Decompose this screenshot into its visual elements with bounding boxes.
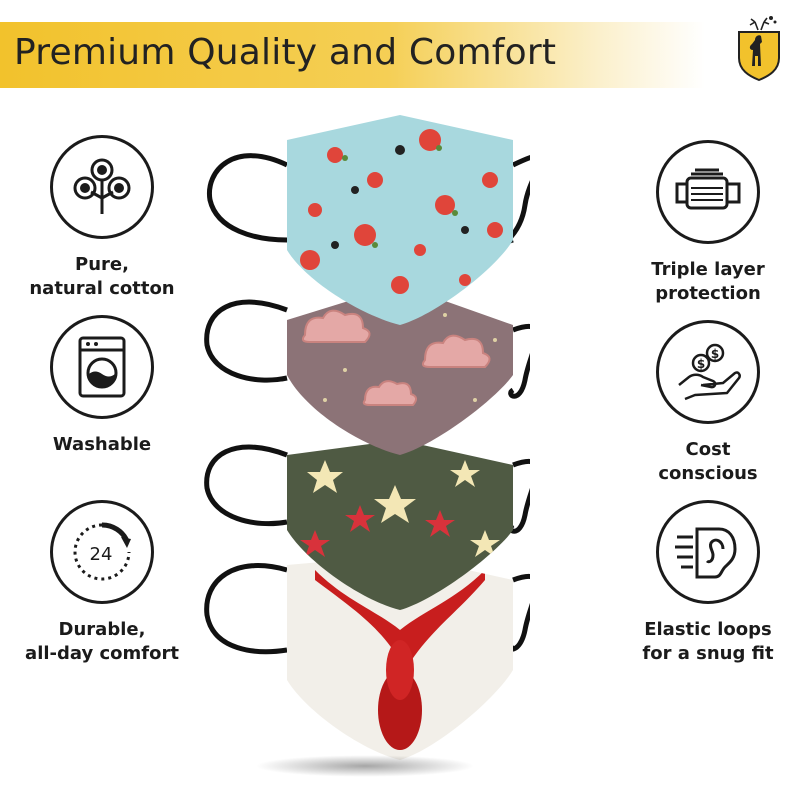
cotton-flower-icon [50,135,154,239]
brand-logo-icon [738,16,780,82]
feature-line-2: for a snug fit [642,643,774,664]
feature-line-2: conscious [658,463,758,484]
feature-line-1: Pure, [75,254,129,275]
feature-triple-layer: Triple layer protection [618,140,798,306]
coin-symbol: $ [711,347,719,361]
hand-with-coins-icon: $ $ [656,320,760,424]
feature-line-2: all-day comfort [25,643,179,664]
feature-washable: Washable [12,315,192,457]
coin-symbol: $ [697,357,705,371]
page-title: Premium Quality and Comfort [14,32,557,73]
ear-elastic-icon [656,500,760,604]
feature-line-1: Durable, [58,619,146,640]
layered-mask-icon [656,140,760,244]
mask-shadow [255,755,475,777]
mask-3 [287,440,513,610]
24-hour-clock-icon: 24 [50,500,154,604]
feature-line-1: Elastic loops [644,619,772,640]
feature-line-2: protection [655,283,761,304]
feature-cost: $ $ Cost conscious [618,320,798,486]
mask-stack-image [204,115,530,760]
feature-elastic: Elastic loops for a snug fit [618,500,798,666]
feature-durable: 24 Durable, all-day comfort [12,500,192,666]
title-banner: Premium Quality and Comfort [0,22,705,88]
mask-1 [287,115,513,325]
feature-line-1: Triple layer [651,259,765,280]
feature-line-1: Cost [685,439,731,460]
clock-text: 24 [90,544,113,565]
washing-machine-icon [50,315,154,419]
feature-line-1: Washable [52,434,152,455]
feature-cotton: Pure, natural cotton [12,135,192,301]
feature-line-2: natural cotton [29,278,175,299]
